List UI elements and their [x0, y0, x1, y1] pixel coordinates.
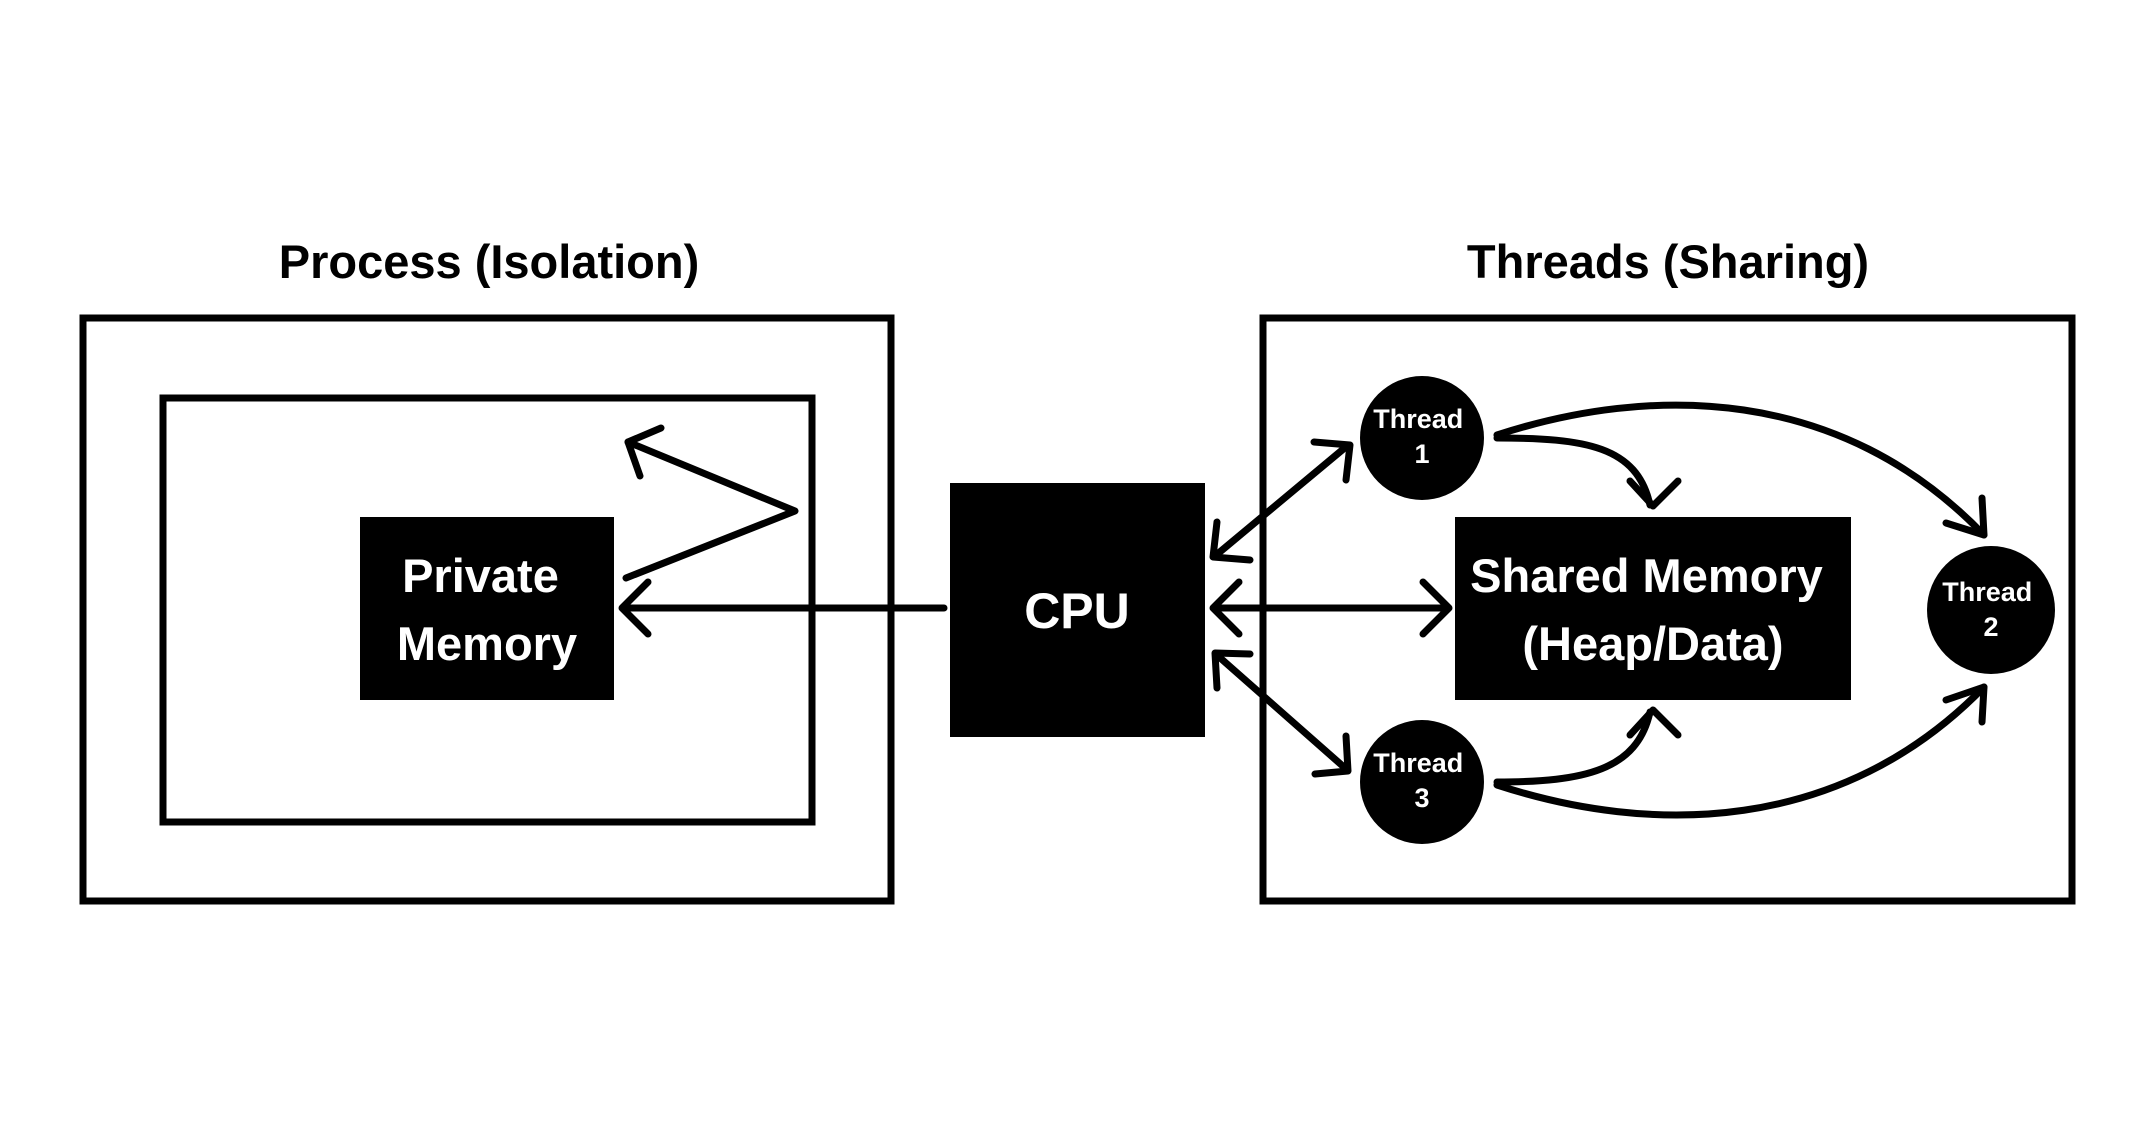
cpu-thread1-arrowhead-cpu-end — [1209, 518, 1254, 564]
shared-memory-label-line2: (Heap/Data) — [1522, 617, 1783, 670]
cpu-thread1-arrowhead-thread-end — [1310, 438, 1354, 484]
thread1-label-line2: 1 — [1414, 439, 1429, 469]
thread3-label-line2: 3 — [1414, 783, 1429, 813]
private-memory-label-line2: Memory — [397, 617, 577, 670]
thread3-to-shared-memory-arrowhead — [1626, 706, 1682, 739]
process-section-title: Process (Isolation) — [279, 235, 700, 288]
shared-memory-label: Shared Memory (Heap/Data) — [1470, 549, 1836, 670]
blocked-access-arrowhead — [624, 424, 665, 480]
thread1-label: Thread 1 — [1373, 404, 1471, 469]
thread2-label: Thread 2 — [1942, 577, 2040, 642]
private-memory-box — [360, 517, 614, 700]
cpu-thread3-arrow — [1214, 652, 1349, 772]
thread1-to-thread2-arrowhead — [1942, 494, 1988, 539]
private-memory-label-line1: Private — [402, 549, 559, 602]
thread2-label-line2: 2 — [1983, 612, 1998, 642]
blocked-access-bounce-arrow — [622, 438, 799, 582]
cpu-box — [950, 483, 1205, 737]
thread1-to-thread2-arrow — [1493, 401, 1988, 539]
thread3-to-thread2-arrowhead — [1942, 683, 1988, 726]
thread1-to-shared-memory-arrow — [1493, 434, 1654, 509]
shared-memory-box — [1455, 517, 1851, 700]
thread1-node — [1360, 376, 1484, 500]
thread2-label-line1: Thread — [1942, 577, 2032, 607]
cpu-thread3-arrowhead-cpu-end — [1211, 649, 1254, 692]
thread2-node — [1927, 546, 2055, 674]
cpu-thread1-arrow — [1211, 442, 1351, 560]
thread1-label-line1: Thread — [1373, 404, 1463, 434]
thread3-node — [1360, 720, 1484, 844]
thread3-label: Thread 3 — [1373, 748, 1471, 813]
cpu-label: CPU — [1024, 583, 1130, 639]
thread1-to-shared-memory-arrowhead — [1626, 477, 1682, 510]
thread3-label-line1: Thread — [1373, 748, 1463, 778]
thread3-to-shared-memory-arrow — [1493, 708, 1654, 786]
thread3-to-thread2-arrow — [1493, 683, 1988, 819]
cpu-to-private-memory-arrowhead — [618, 578, 652, 638]
shared-memory-label-line1: Shared Memory — [1470, 549, 1823, 602]
threads-section-title: Threads (Sharing) — [1467, 235, 1869, 288]
cpu-shared-memory-arrowhead-right — [1419, 578, 1453, 638]
private-memory-label: Private Memory — [397, 549, 577, 670]
cpu-shared-memory-arrowhead-left — [1209, 578, 1243, 638]
cpu-thread3-arrowhead-thread-end — [1311, 732, 1352, 778]
